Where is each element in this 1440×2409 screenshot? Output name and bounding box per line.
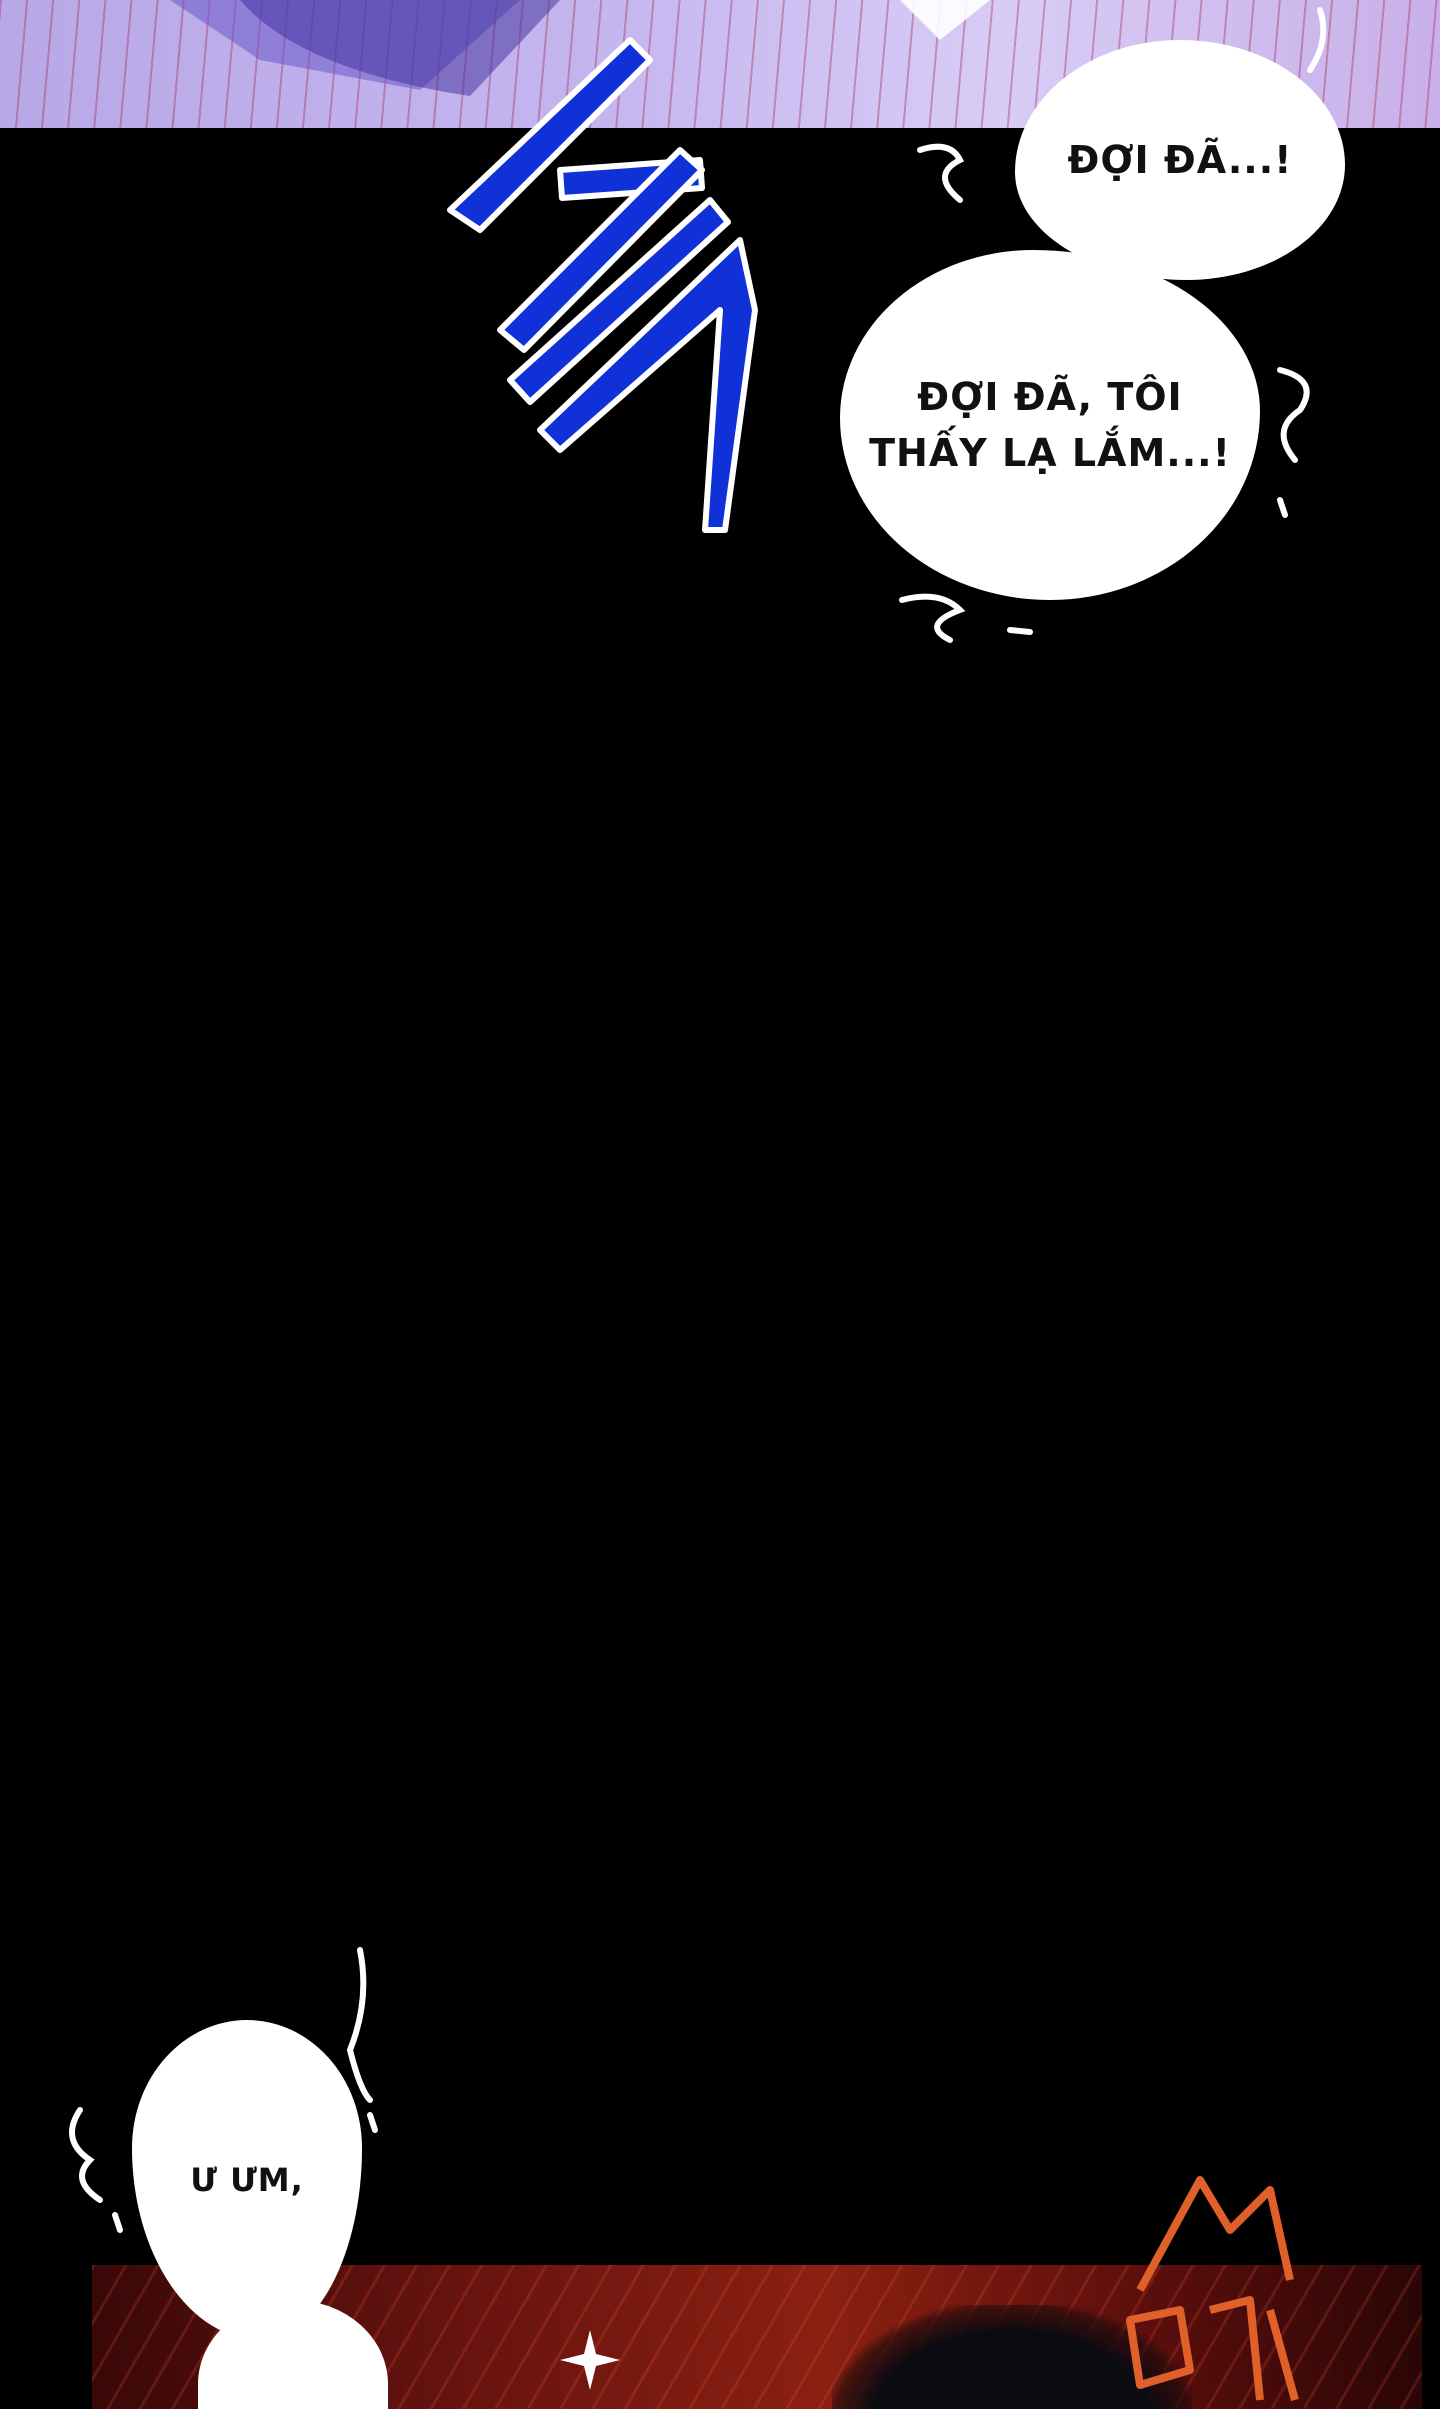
orange-sfx-icon — [1126, 2176, 1299, 2402]
speech-bubble-strange: ĐỢI ĐÃ, TÔI THẤY LẠ LẮM...! — [840, 250, 1260, 600]
speech-text-wait: ĐỢI ĐÃ...! — [1067, 138, 1293, 182]
speech-bubble-wait: ĐỢI ĐÃ...! — [1015, 40, 1345, 280]
speech-text-strange-line2: THẤY LẠ LẮM...! — [869, 431, 1231, 475]
speech-text-umm: Ư ƯM, — [190, 2161, 304, 2199]
blue-sfx-icon — [447, 37, 758, 533]
shake-marks-top — [899, 7, 1327, 643]
top-panel-figure — [170, 0, 990, 96]
shake-marks-bottom — [69, 1947, 378, 2233]
speech-bubble-umm: Ư ƯM, — [132, 2020, 362, 2340]
speech-text-strange-line1: ĐỢI ĐÃ, TÔI — [917, 375, 1183, 419]
sparkle-icon — [560, 2330, 620, 2390]
